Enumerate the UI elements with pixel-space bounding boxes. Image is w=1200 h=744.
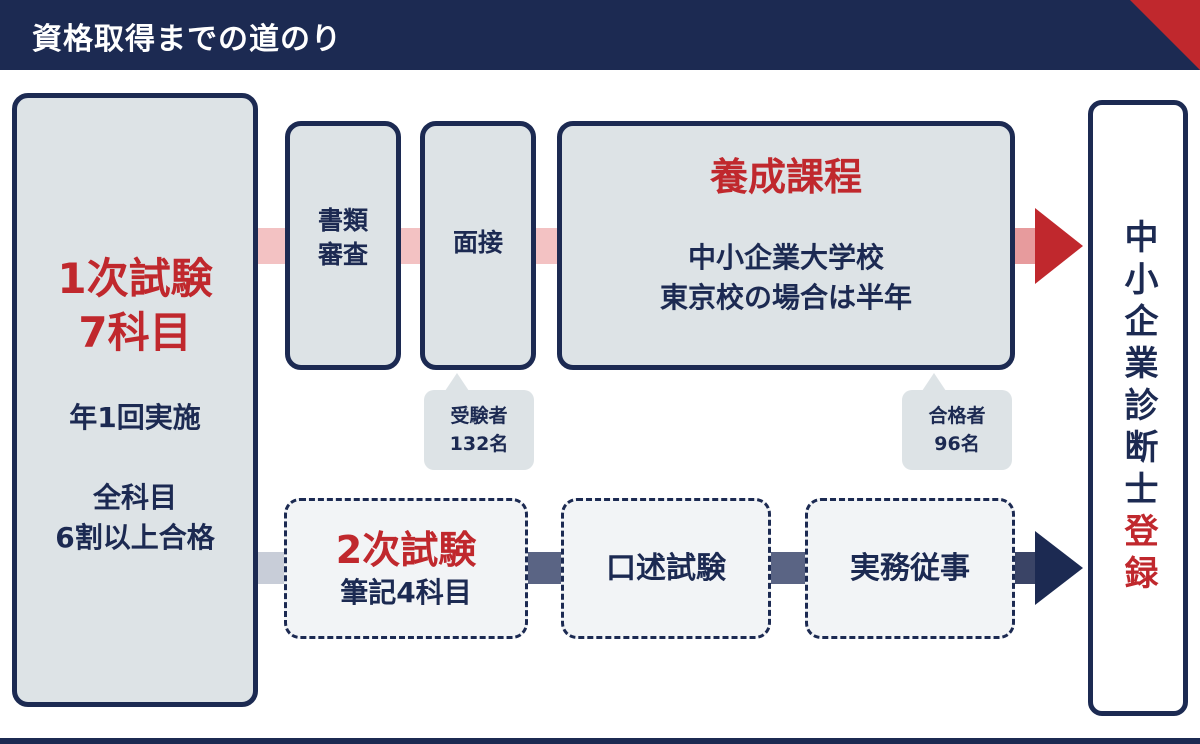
footer-bar: [0, 738, 1200, 744]
training-course-box: 養成課程 中小企業大学校 東京校の場合は半年: [557, 121, 1015, 370]
connector-second-to-oral: [528, 552, 562, 584]
applicants-callout-tip: [445, 373, 469, 391]
passers-callout-tip: [922, 373, 946, 391]
registration-box: 中小企業診断士 登録: [1088, 100, 1188, 716]
passers-callout: 合格者 96名: [902, 390, 1012, 470]
oral-exam-label: 口述試験: [606, 550, 726, 586]
first-exam-subjects: 7科目: [78, 308, 192, 357]
connector-first-to-doc: [258, 228, 290, 264]
interview-box: 面接: [420, 121, 536, 370]
registration-suffix: 登録: [1118, 513, 1158, 597]
second-exam-subjects: 筆記4科目: [340, 575, 472, 609]
connector-oral-to-practice: [771, 552, 807, 584]
interview-label: 面接: [452, 228, 503, 257]
training-course-desc-line1: 中小企業大学校: [687, 241, 884, 274]
oral-exam-box: 口述試験: [561, 498, 771, 639]
passers-label: 合格者: [928, 405, 986, 427]
applicants-callout: 受験者 132名: [424, 390, 534, 470]
practice-label: 実務従事: [850, 550, 970, 586]
first-exam-pass-line2: 6割以上合格: [55, 521, 215, 554]
header-corner-accent: [1130, 0, 1200, 70]
header-bar: 資格取得までの道のり: [0, 0, 1200, 70]
training-course-title: 養成課程: [709, 155, 862, 199]
doc-review-box: 書類 審査: [285, 121, 401, 370]
arrow-right-icon-red: [1015, 208, 1083, 284]
passers-count: 96名: [934, 433, 980, 455]
connector-first-to-second: [258, 552, 286, 584]
doc-review-label-line1: 書類: [317, 206, 368, 235]
arrow-right-icon-navy: [1015, 531, 1083, 605]
page-title: 資格取得までの道のり: [32, 22, 342, 57]
first-exam-pass-line1: 全科目: [92, 481, 177, 514]
practice-box: 実務従事: [805, 498, 1015, 639]
first-exam-box: 1次試験 7科目 年1回実施 全科目 6割以上合格: [12, 93, 258, 707]
registration-title: 中小企業診断士: [1118, 219, 1158, 513]
first-exam-frequency: 年1回実施: [69, 401, 201, 434]
applicants-label: 受験者: [450, 405, 508, 427]
applicants-count: 132名: [449, 433, 509, 455]
first-exam-title: 1次試験: [57, 254, 213, 303]
second-exam-box: 2次試験 筆記4科目: [284, 498, 528, 639]
training-course-desc-line2: 東京校の場合は半年: [659, 281, 912, 314]
doc-review-label-line2: 審査: [317, 240, 368, 269]
second-exam-title: 2次試験: [335, 527, 477, 572]
